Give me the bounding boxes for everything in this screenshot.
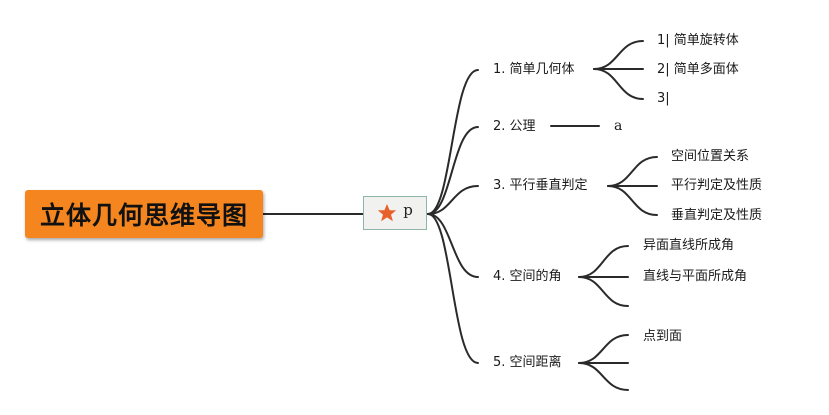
branch-spatial-distance[interactable]: 5. 空间距离	[493, 355, 562, 370]
leaf-rotation-solids[interactable]: 1| 简单旋转体	[657, 33, 739, 48]
link-branch-3	[427, 185, 479, 215]
link-b1-c3	[593, 68, 644, 100]
branch-parallel-perpendicular[interactable]: 3. 平行垂直判定	[493, 178, 588, 193]
leaf-point-to-plane[interactable]: 点到面	[643, 329, 683, 344]
root-node[interactable]: 立体几何思维导图	[25, 190, 263, 238]
link-branch-4	[427, 213, 479, 278]
link-b3-c3	[607, 185, 658, 216]
hub-node[interactable]: p	[363, 196, 427, 230]
branch-axioms[interactable]: 2. 公理	[493, 119, 536, 134]
link-b5-c1	[578, 334, 629, 364]
leaf-skew-line-angle[interactable]: 异面直线所成角	[643, 238, 735, 253]
star-icon	[377, 203, 397, 223]
link-b4-c3	[578, 276, 629, 307]
leaf-perpendicular-criteria[interactable]: 垂直判定及性质	[671, 208, 763, 223]
leaf-item-3[interactable]: 3|	[657, 91, 670, 106]
link-b5-c3	[578, 362, 629, 391]
root-title: 立体几何思维导图	[39, 201, 248, 230]
axiom-note[interactable]: a	[614, 118, 623, 134]
link-b4-c1	[578, 245, 629, 278]
leaf-polyhedra[interactable]: 2| 简单多面体	[657, 62, 739, 77]
link-branch-5	[427, 213, 479, 364]
link-branch-2	[427, 126, 479, 215]
link-b1-c1	[593, 40, 644, 70]
leaf-parallel-criteria[interactable]: 平行判定及性质	[671, 178, 763, 193]
link-b3-c1	[607, 156, 658, 187]
branch-simple-solids[interactable]: 1. 简单几何体	[493, 62, 575, 77]
leaf-line-plane-angle[interactable]: 直线与平面所成角	[643, 269, 748, 284]
link-branch-1	[427, 69, 479, 215]
leaf-spatial-relations[interactable]: 空间位置关系	[671, 149, 750, 164]
hub-label: p	[403, 201, 413, 219]
branch-spatial-angles[interactable]: 4. 空间的角	[493, 269, 562, 284]
